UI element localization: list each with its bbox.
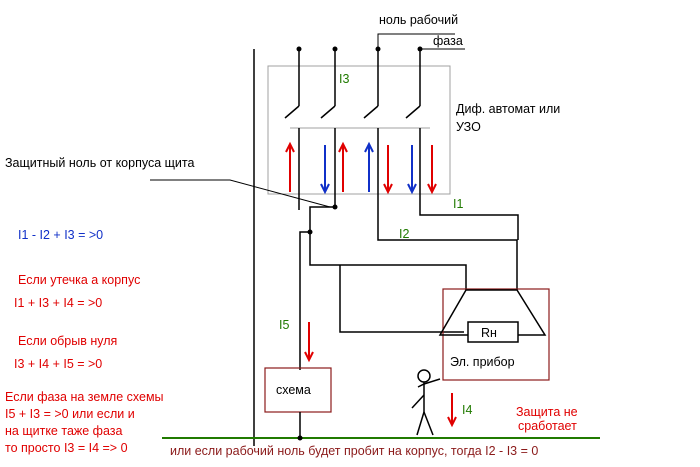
protective-neutral-label: Защитный ноль от корпуса щита: [5, 156, 194, 170]
i5-label: I5: [279, 318, 289, 332]
i4-arrow: [447, 393, 457, 428]
load-resistor: [467, 321, 519, 343]
i3-label: I3: [339, 72, 349, 86]
leak-title: Если утечка а корпус: [18, 273, 140, 287]
equation-normal: I1 - I2 + I3 = >0: [18, 228, 103, 242]
switch-contacts: [284, 105, 421, 135]
rcd-current-arrows: [285, 141, 437, 195]
leak-equation: I1 + I3 + I4 = >0: [14, 296, 102, 310]
protection-note-line2: сработает: [518, 419, 577, 433]
circuit-box-label: схема: [276, 383, 311, 397]
circuit-box: [264, 367, 332, 413]
i2-label: I2: [399, 227, 409, 241]
ground-note-line4: то просто I3 = I4 => 0: [5, 441, 128, 455]
person-figure: [411, 369, 441, 436]
neutral-label-pointer: [377, 33, 455, 49]
break-equation: I3 + I4 + I5 = >0: [14, 357, 102, 371]
ground-note-line1: Если фаза на земле схемы: [5, 390, 164, 404]
protection-note-line1: Защита не: [516, 405, 578, 419]
input-wires: [253, 49, 421, 446]
bottom-note: или если рабочий ноль будет пробит на ко…: [170, 444, 538, 458]
protective-neutral-pointer: [150, 179, 331, 208]
wire-terminals: [296, 46, 423, 52]
rcd-frame: [267, 65, 451, 195]
rcd-label-line2: УЗО: [456, 120, 481, 134]
neutral-working-label: ноль рабочий: [379, 13, 458, 27]
phase-label: фаза: [433, 34, 463, 48]
device-label: Эл. прибор: [450, 355, 515, 369]
ground-note-line2: I5 + I3 = >0 или если и: [5, 407, 135, 421]
ground-node: [297, 435, 303, 441]
junction-dots: [307, 204, 338, 235]
device-trapezoid: [438, 289, 547, 336]
i4-label: I4: [462, 403, 472, 417]
load-resistor-label: Rн: [481, 326, 497, 340]
rcd-label-line1: Диф. автомат или: [456, 102, 560, 116]
break-title: Если обрыв нуля: [18, 334, 117, 348]
i5-arrow: [304, 322, 314, 363]
ground-note-line3: на щитке таже фаза: [5, 424, 123, 438]
i1-label: I1: [453, 197, 463, 211]
